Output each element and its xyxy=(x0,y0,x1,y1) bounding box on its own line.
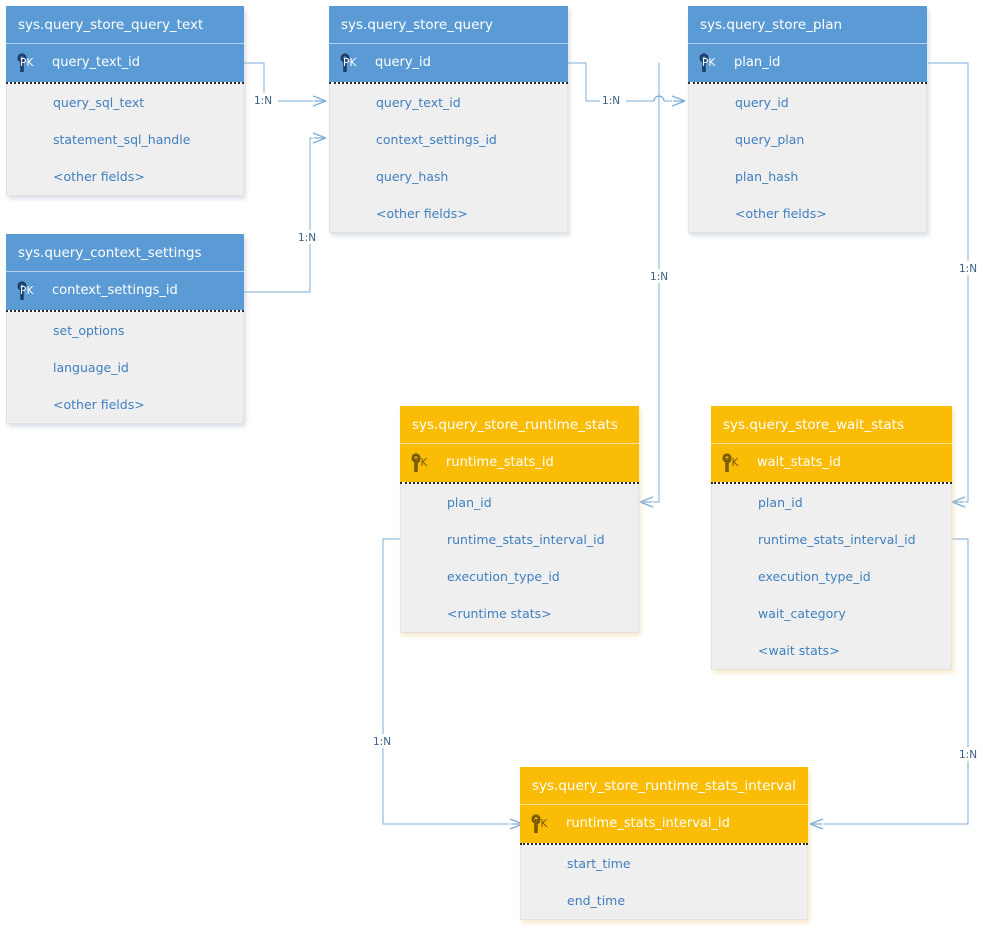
table-header-title: sys.query_store_runtime_stats xyxy=(400,406,639,444)
primary-key-row[interactable]: PK plan_id xyxy=(688,44,927,82)
field-row: end_time xyxy=(567,893,626,908)
table-field-list: query_sql_text statement_sql_handle <oth… xyxy=(6,84,244,196)
field-row: <other fields> xyxy=(735,206,827,221)
field-row: <other fields> xyxy=(376,206,468,221)
field-row: query_text_id xyxy=(376,95,461,110)
field-row: runtime_stats_interval_id xyxy=(758,532,916,547)
cardinality-label: 1:N xyxy=(602,95,620,107)
table-field-list: plan_id runtime_stats_interval_id execut… xyxy=(711,484,952,670)
table-header-title: sys.query_store_query xyxy=(329,6,568,44)
key-icon xyxy=(17,53,27,72)
table-field-list: start_time end_time xyxy=(520,845,808,920)
primary-key-row[interactable]: PK query_id xyxy=(329,44,568,82)
field-row: <wait stats> xyxy=(758,643,840,658)
pk-label: PK xyxy=(414,457,428,469)
primary-key-row[interactable]: PK wait_stats_id xyxy=(711,444,952,482)
field-row: query_plan xyxy=(735,132,805,147)
field-row: language_id xyxy=(53,360,129,375)
field-row: query_id xyxy=(735,95,789,110)
field-row: set_options xyxy=(53,323,125,338)
pk-field-name: query_text_id xyxy=(52,55,141,70)
arrowhead-wait-plan-id xyxy=(951,496,966,508)
cardinality-label: 1:N xyxy=(254,95,272,107)
table-header-title: sys.query_store_runtime_stats_interval xyxy=(520,767,808,805)
field-row: plan_id xyxy=(447,495,492,510)
pk-field-name: context_settings_id xyxy=(52,283,178,298)
cardinality-label: 1:N xyxy=(959,263,977,275)
pk-label: PK xyxy=(343,57,357,69)
pk-separator xyxy=(6,82,244,84)
table-field-list: plan_id runtime_stats_interval_id execut… xyxy=(400,484,639,633)
key-icon xyxy=(531,814,541,833)
table-query-store-runtime-stats[interactable]: sys.query_store_runtime_stats PK runtime… xyxy=(400,406,639,633)
pk-separator xyxy=(688,82,927,84)
cardinality-label: 1:N xyxy=(373,736,391,748)
pk-field-name: wait_stats_id xyxy=(757,455,841,470)
cardinality-label: 1:N xyxy=(959,749,977,761)
table-header-title: sys.query_store_query_text xyxy=(6,6,244,44)
pk-separator xyxy=(711,482,952,484)
pk-field-name: runtime_stats_id xyxy=(446,455,554,470)
arrowhead-interval-right xyxy=(809,818,824,830)
field-row: start_time xyxy=(567,856,631,871)
field-row: context_settings_id xyxy=(376,132,497,147)
cardinality-label: 1:N xyxy=(298,232,316,244)
pk-separator xyxy=(520,843,808,845)
connector-query-text-to-query xyxy=(244,62,313,102)
primary-key-row[interactable]: PK runtime_stats_interval_id xyxy=(520,805,808,843)
cardinality-label: 1:N xyxy=(650,271,668,283)
key-icon xyxy=(699,53,709,72)
field-row: plan_id xyxy=(758,495,803,510)
field-row: <other fields> xyxy=(53,169,145,184)
field-row: statement_sql_handle xyxy=(53,132,191,147)
pk-label: PK xyxy=(702,57,716,69)
primary-key-row[interactable]: PK runtime_stats_id xyxy=(400,444,639,482)
arrowhead-query-text-id xyxy=(312,95,327,107)
table-field-list: set_options language_id <other fields> xyxy=(6,312,244,424)
field-row: execution_type_id xyxy=(447,569,560,584)
field-row: execution_type_id xyxy=(758,569,871,584)
field-row: query_hash xyxy=(376,169,449,184)
arrowhead-runtime-plan-id xyxy=(639,496,654,508)
field-row: plan_hash xyxy=(735,169,799,184)
field-row: wait_category xyxy=(758,606,846,621)
connector-plan-to-runtime-stats xyxy=(653,63,660,503)
arrowhead-context-settings-id xyxy=(312,132,327,144)
connector-context-settings-to-query xyxy=(244,137,313,293)
field-row: runtime_stats_interval_id xyxy=(447,532,605,547)
table-field-list: query_id query_plan plan_hash <other fie… xyxy=(688,84,927,233)
field-row: <runtime stats> xyxy=(447,606,552,621)
table-header-title: sys.query_store_plan xyxy=(688,6,927,44)
pk-separator xyxy=(400,482,639,484)
pk-field-name: runtime_stats_interval_id xyxy=(566,816,730,831)
connector-query-to-plan xyxy=(568,62,672,102)
table-query-store-wait-stats[interactable]: sys.query_store_wait_stats PK wait_stats… xyxy=(711,406,952,670)
table-header-title: sys.query_store_wait_stats xyxy=(711,406,952,444)
table-header-title: sys.query_context_settings xyxy=(6,234,244,272)
pk-separator xyxy=(329,82,568,84)
primary-key-row[interactable]: PK context_settings_id xyxy=(6,272,244,310)
arrowhead-plan-query-id xyxy=(671,95,686,107)
key-icon xyxy=(411,453,421,472)
table-query-store-query[interactable]: sys.query_store_query PK query_id query_… xyxy=(329,6,568,233)
pk-separator xyxy=(6,310,244,312)
key-icon xyxy=(722,453,732,472)
table-query-context-settings[interactable]: sys.query_context_settings PK context_se… xyxy=(6,234,244,424)
field-row: query_sql_text xyxy=(53,95,145,110)
pk-label: PK xyxy=(534,818,548,830)
pk-label: PK xyxy=(20,285,34,297)
key-icon xyxy=(17,281,27,300)
table-query-store-runtime-stats-interval[interactable]: sys.query_store_runtime_stats_interval P… xyxy=(520,767,808,920)
pk-label: PK xyxy=(725,457,739,469)
table-query-store-query-text[interactable]: sys.query_store_query_text PK query_text… xyxy=(6,6,244,196)
table-field-list: query_text_id context_settings_id query_… xyxy=(329,84,568,233)
pk-field-name: plan_id xyxy=(734,55,781,70)
pk-field-name: query_id xyxy=(375,55,431,70)
primary-key-row[interactable]: PK query_text_id xyxy=(6,44,244,82)
field-row: <other fields> xyxy=(53,397,145,412)
key-icon xyxy=(340,53,350,72)
pk-label: PK xyxy=(20,57,34,69)
table-query-store-plan[interactable]: sys.query_store_plan PK plan_id query_id… xyxy=(688,6,927,233)
